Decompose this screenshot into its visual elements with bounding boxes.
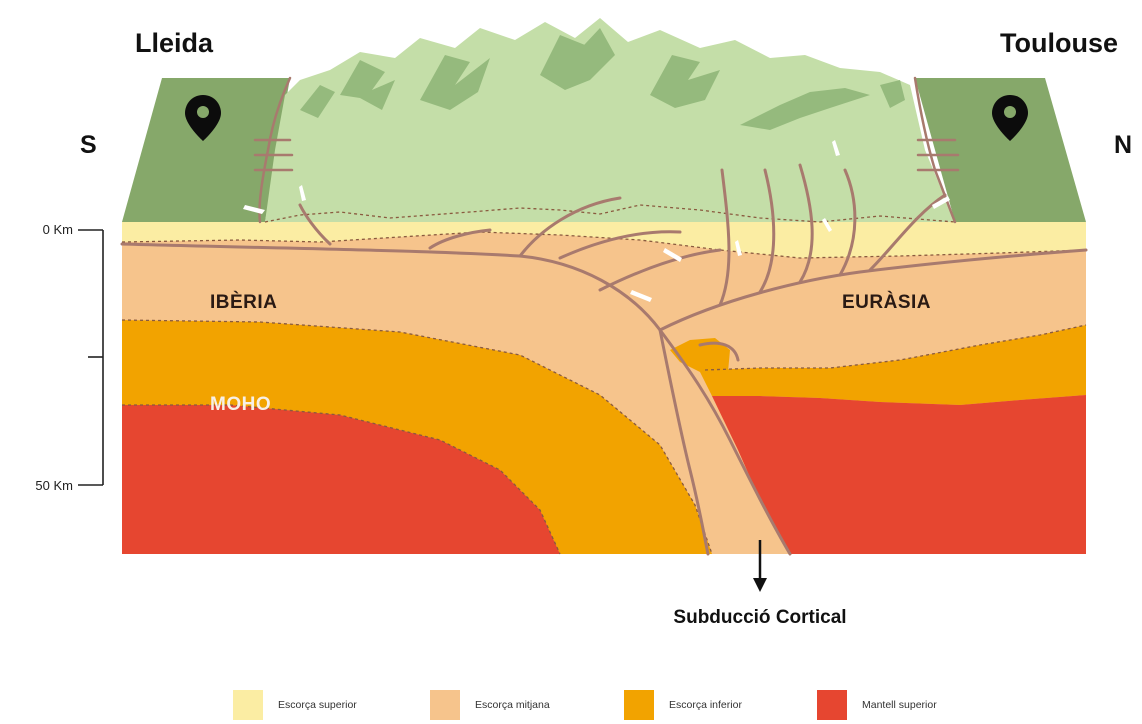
legend-item: Escorça mitjana <box>430 690 550 720</box>
legend-swatch-upper-mantle <box>817 690 847 720</box>
city-label-east: Toulouse <box>1000 28 1118 58</box>
legend-label: Escorça superior <box>278 699 357 711</box>
subduction-label: Subducció Cortical <box>673 607 846 628</box>
depth-label-bottom: 50 Km <box>35 478 73 493</box>
depth-scale <box>78 230 103 485</box>
city-label-west: Lleida <box>135 28 214 58</box>
legend-label: Escorça inferior <box>669 699 742 711</box>
moho-label: MOHO <box>210 394 271 415</box>
legend-item: Escorça superior <box>233 690 357 720</box>
depth-label-top: 0 Km <box>43 222 73 237</box>
direction-label-south: S <box>80 131 97 159</box>
legend-item: Escorça inferior <box>624 690 742 720</box>
legend: Escorça superior Escorça mitjana Escorça… <box>233 690 937 720</box>
legend-swatch-middle-crust <box>430 690 460 720</box>
plate-label-eurasia: EURÀSIA <box>842 291 931 313</box>
legend-label: Mantell superior <box>862 699 937 711</box>
legend-label: Escorça mitjana <box>475 699 550 711</box>
legend-item: Mantell superior <box>817 690 937 720</box>
plate-label-iberia: IBÈRIA <box>210 291 277 313</box>
direction-label-north: N <box>1114 131 1132 159</box>
surface-relief <box>122 18 1086 222</box>
legend-swatch-upper-crust <box>233 690 263 720</box>
legend-swatch-lower-crust <box>624 690 654 720</box>
